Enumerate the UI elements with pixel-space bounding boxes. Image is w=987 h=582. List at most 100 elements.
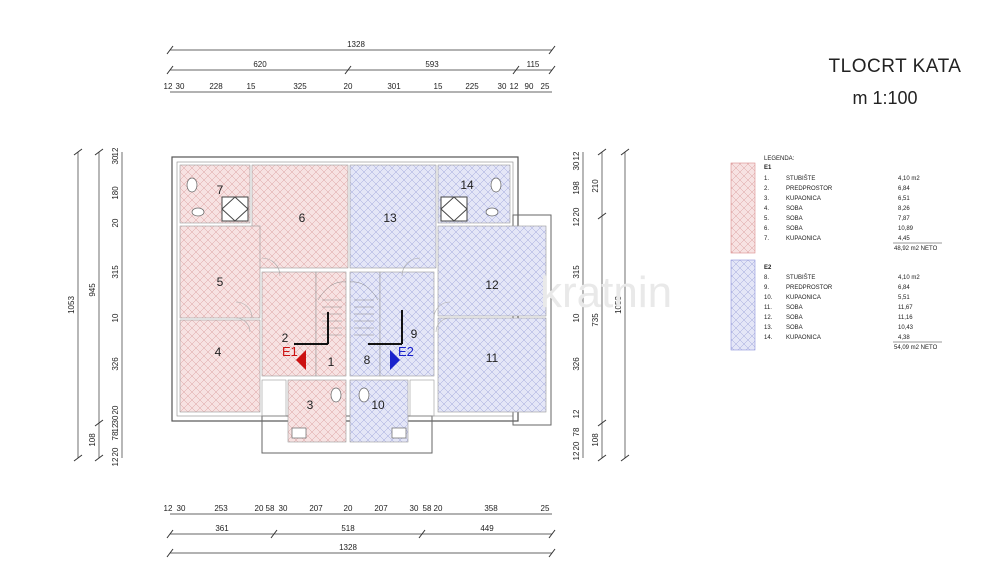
legend-area: 6,84 (898, 186, 910, 192)
room-1-area (315, 271, 347, 377)
room-number: 6 (299, 211, 306, 225)
dim-text: 30 (111, 415, 120, 424)
room-number: 13 (383, 211, 397, 225)
dim-text: 207 (374, 504, 388, 513)
dim-text: 78 (111, 431, 120, 440)
legend-no: 3. (764, 196, 769, 202)
legend-no: 2. (764, 186, 769, 192)
dimension-top-mid: 620 593 115 (166, 60, 556, 75)
drawing-scale: m 1:100 (852, 88, 918, 108)
dim-text: 20 (572, 207, 581, 216)
room-number: 5 (217, 275, 224, 289)
dim-text: 10 (111, 313, 120, 322)
room-number: 8 (364, 353, 371, 367)
legend-name: SOBA (786, 305, 803, 311)
dim-text: 315 (572, 265, 581, 279)
dim-text: 108 (591, 433, 600, 447)
dim-text: 361 (215, 524, 229, 533)
dim-text: 301 (387, 82, 401, 91)
dim-text: 12 (111, 147, 120, 156)
dim-text: 20 (344, 82, 353, 91)
dim-text: 12 (111, 423, 120, 432)
room-number: 7 (217, 183, 224, 197)
dim-text: 90 (525, 82, 534, 91)
legend-no: 1. (764, 176, 769, 182)
legend-e1-label: E1 (764, 165, 772, 171)
drawing-title: TLOCRT KATA (828, 56, 962, 77)
dim-text: 198 (572, 181, 581, 195)
dim-text: 30 (176, 82, 185, 91)
dim-text: 10 (572, 313, 581, 322)
dim-text: 12 (164, 82, 173, 91)
dim-text: 15 (247, 82, 256, 91)
legend-name: SOBA (786, 206, 803, 212)
legend-no: 9. (764, 285, 769, 291)
marker-e1: E1 (282, 312, 329, 370)
room-2-area (261, 271, 317, 377)
dim-text: 25 (541, 82, 550, 91)
dim-text: 20 (255, 504, 264, 513)
dim-text: 326 (111, 357, 120, 371)
legend-e2-label: E2 (764, 265, 772, 271)
staircase (317, 281, 379, 336)
marker-e2: E2 (368, 310, 414, 370)
legend-name: KUPAONICA (786, 196, 821, 202)
dim-text: 945 (88, 283, 97, 297)
legend-name: SOBA (786, 315, 803, 321)
dim-text: 30 (410, 504, 419, 513)
dim-text: 30 (572, 161, 581, 170)
legend-area: 6,84 (898, 285, 910, 291)
dim-text: 593 (425, 60, 439, 69)
dim-text: 15 (434, 82, 443, 91)
dim-text: 210 (591, 179, 600, 193)
legend-no: 12. (764, 315, 773, 321)
dim-text: 253 (214, 504, 228, 513)
dimension-bottom-mid: 361 518 449 (166, 524, 556, 539)
dim-text: 325 (293, 82, 307, 91)
dim-text: 20 (111, 218, 120, 227)
dimension-right: 12 30 198 20 12 315 10 326 12 78 20 12 2… (572, 148, 630, 462)
e2-arrow-icon (390, 350, 400, 370)
shower-icon (440, 196, 468, 222)
dim-text: 20 (111, 447, 120, 456)
legend-no: 14. (764, 335, 773, 341)
legend-area: 7,87 (898, 216, 910, 222)
dimension-left: 1053 945 108 30 12 180 20 315 10 326 20 … (67, 147, 123, 466)
legend-heading: LEGENDA: (764, 156, 795, 162)
room-number: 11 (486, 351, 499, 365)
room-labels: 7 6 13 14 5 12 4 11 2 1 8 9 3 10 (215, 178, 499, 412)
legend-name: SOBA (786, 216, 803, 222)
dim-text: 1053 (614, 296, 623, 314)
dim-text: 518 (341, 524, 355, 533)
dim-text: 358 (484, 504, 498, 513)
dim-text: 1328 (347, 40, 365, 49)
dim-text: 12 (572, 151, 581, 160)
dim-text: 228 (209, 82, 223, 91)
legend-area: 4,10 m2 (898, 176, 920, 182)
legend-swatch-e1 (730, 162, 756, 254)
room-12-area (437, 225, 547, 317)
dim-text: 12 (111, 457, 120, 466)
legend-total: 54,09 m2 NETO (894, 345, 938, 351)
legend-name: KUPAONICA (786, 236, 821, 242)
legend-swatch-e2 (730, 259, 756, 351)
dim-text: 180 (111, 186, 120, 200)
legend-area: 10,89 (898, 226, 914, 232)
room-number: 1 (328, 355, 335, 369)
room-11-area (437, 317, 547, 413)
dim-text: 207 (309, 504, 323, 513)
dim-text: 1328 (339, 543, 357, 552)
dim-text: 20 (111, 405, 120, 414)
dim-text: 620 (253, 60, 267, 69)
legend-no: 13. (764, 325, 773, 331)
legend-name: SOBA (786, 325, 803, 331)
dim-text: 108 (88, 433, 97, 447)
dimension-bottom-total: 1328 (166, 543, 556, 558)
dim-text: 12 (572, 217, 581, 226)
room-number: 12 (485, 278, 499, 292)
room-number: 3 (307, 398, 314, 412)
dim-text: 1053 (67, 296, 76, 314)
dimension-bottom-small: 12 30 253 20 58 30 207 20 207 30 58 20 3… (164, 504, 552, 515)
legend-name: KUPAONICA (786, 335, 821, 341)
legend-name: PREDPROSTOR (786, 285, 833, 291)
